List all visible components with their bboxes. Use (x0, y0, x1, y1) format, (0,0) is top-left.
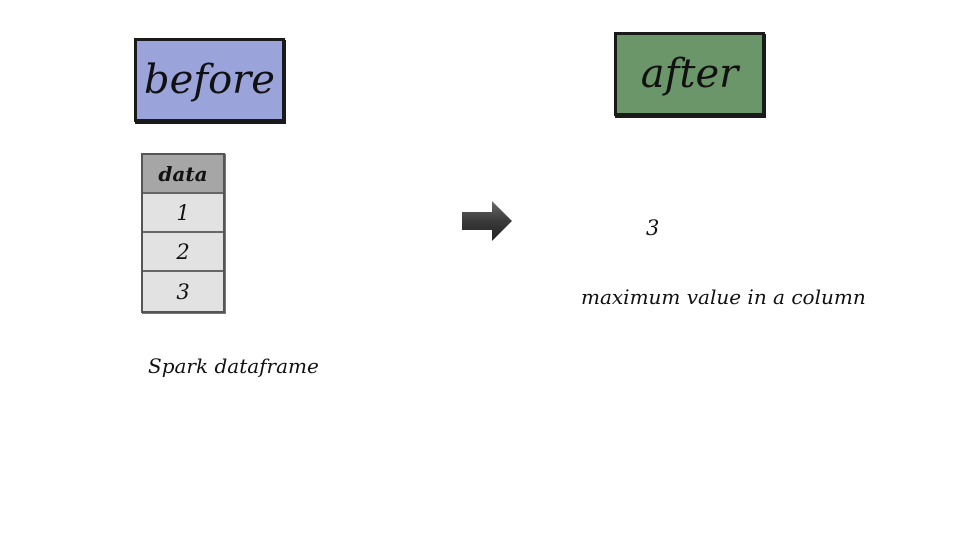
result-value: 3 (646, 216, 660, 240)
table-header-data: data (143, 155, 223, 194)
dataframe-table: data 1 2 3 (141, 153, 225, 313)
result-caption: maximum value in a column (581, 285, 866, 309)
after-label: after (614, 32, 765, 116)
table-cell: 1 (143, 194, 223, 233)
before-caption: Spark dataframe (148, 354, 319, 378)
table-cell: 3 (143, 272, 223, 311)
before-label: before (134, 38, 285, 122)
right-arrow-icon (462, 201, 512, 241)
table-cell: 2 (143, 233, 223, 272)
